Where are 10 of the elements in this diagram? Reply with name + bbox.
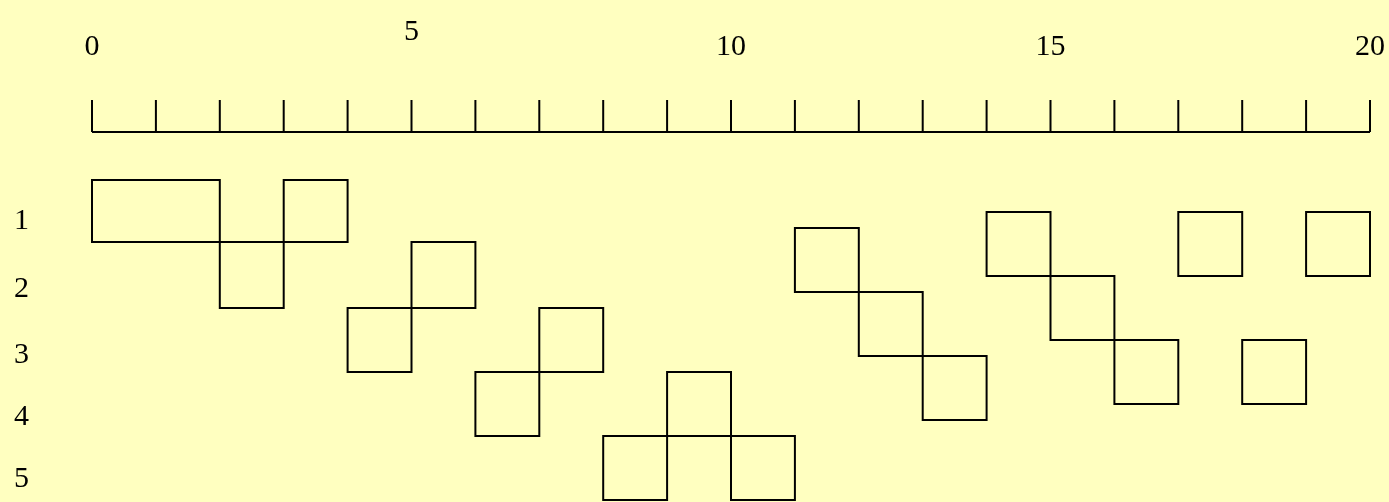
scale-number: 5 — [404, 15, 419, 45]
row-number: 5 — [14, 462, 29, 492]
row-number: 2 — [14, 272, 29, 302]
scale-number: 15 — [1035, 30, 1066, 60]
scale-number: 0 — [84, 30, 100, 60]
scale-number: 20 — [1355, 30, 1385, 60]
row-number: 3 — [14, 338, 29, 368]
row-number: 1 — [14, 204, 29, 234]
scale-number: 10 — [716, 30, 746, 60]
row-number: 4 — [14, 400, 29, 430]
